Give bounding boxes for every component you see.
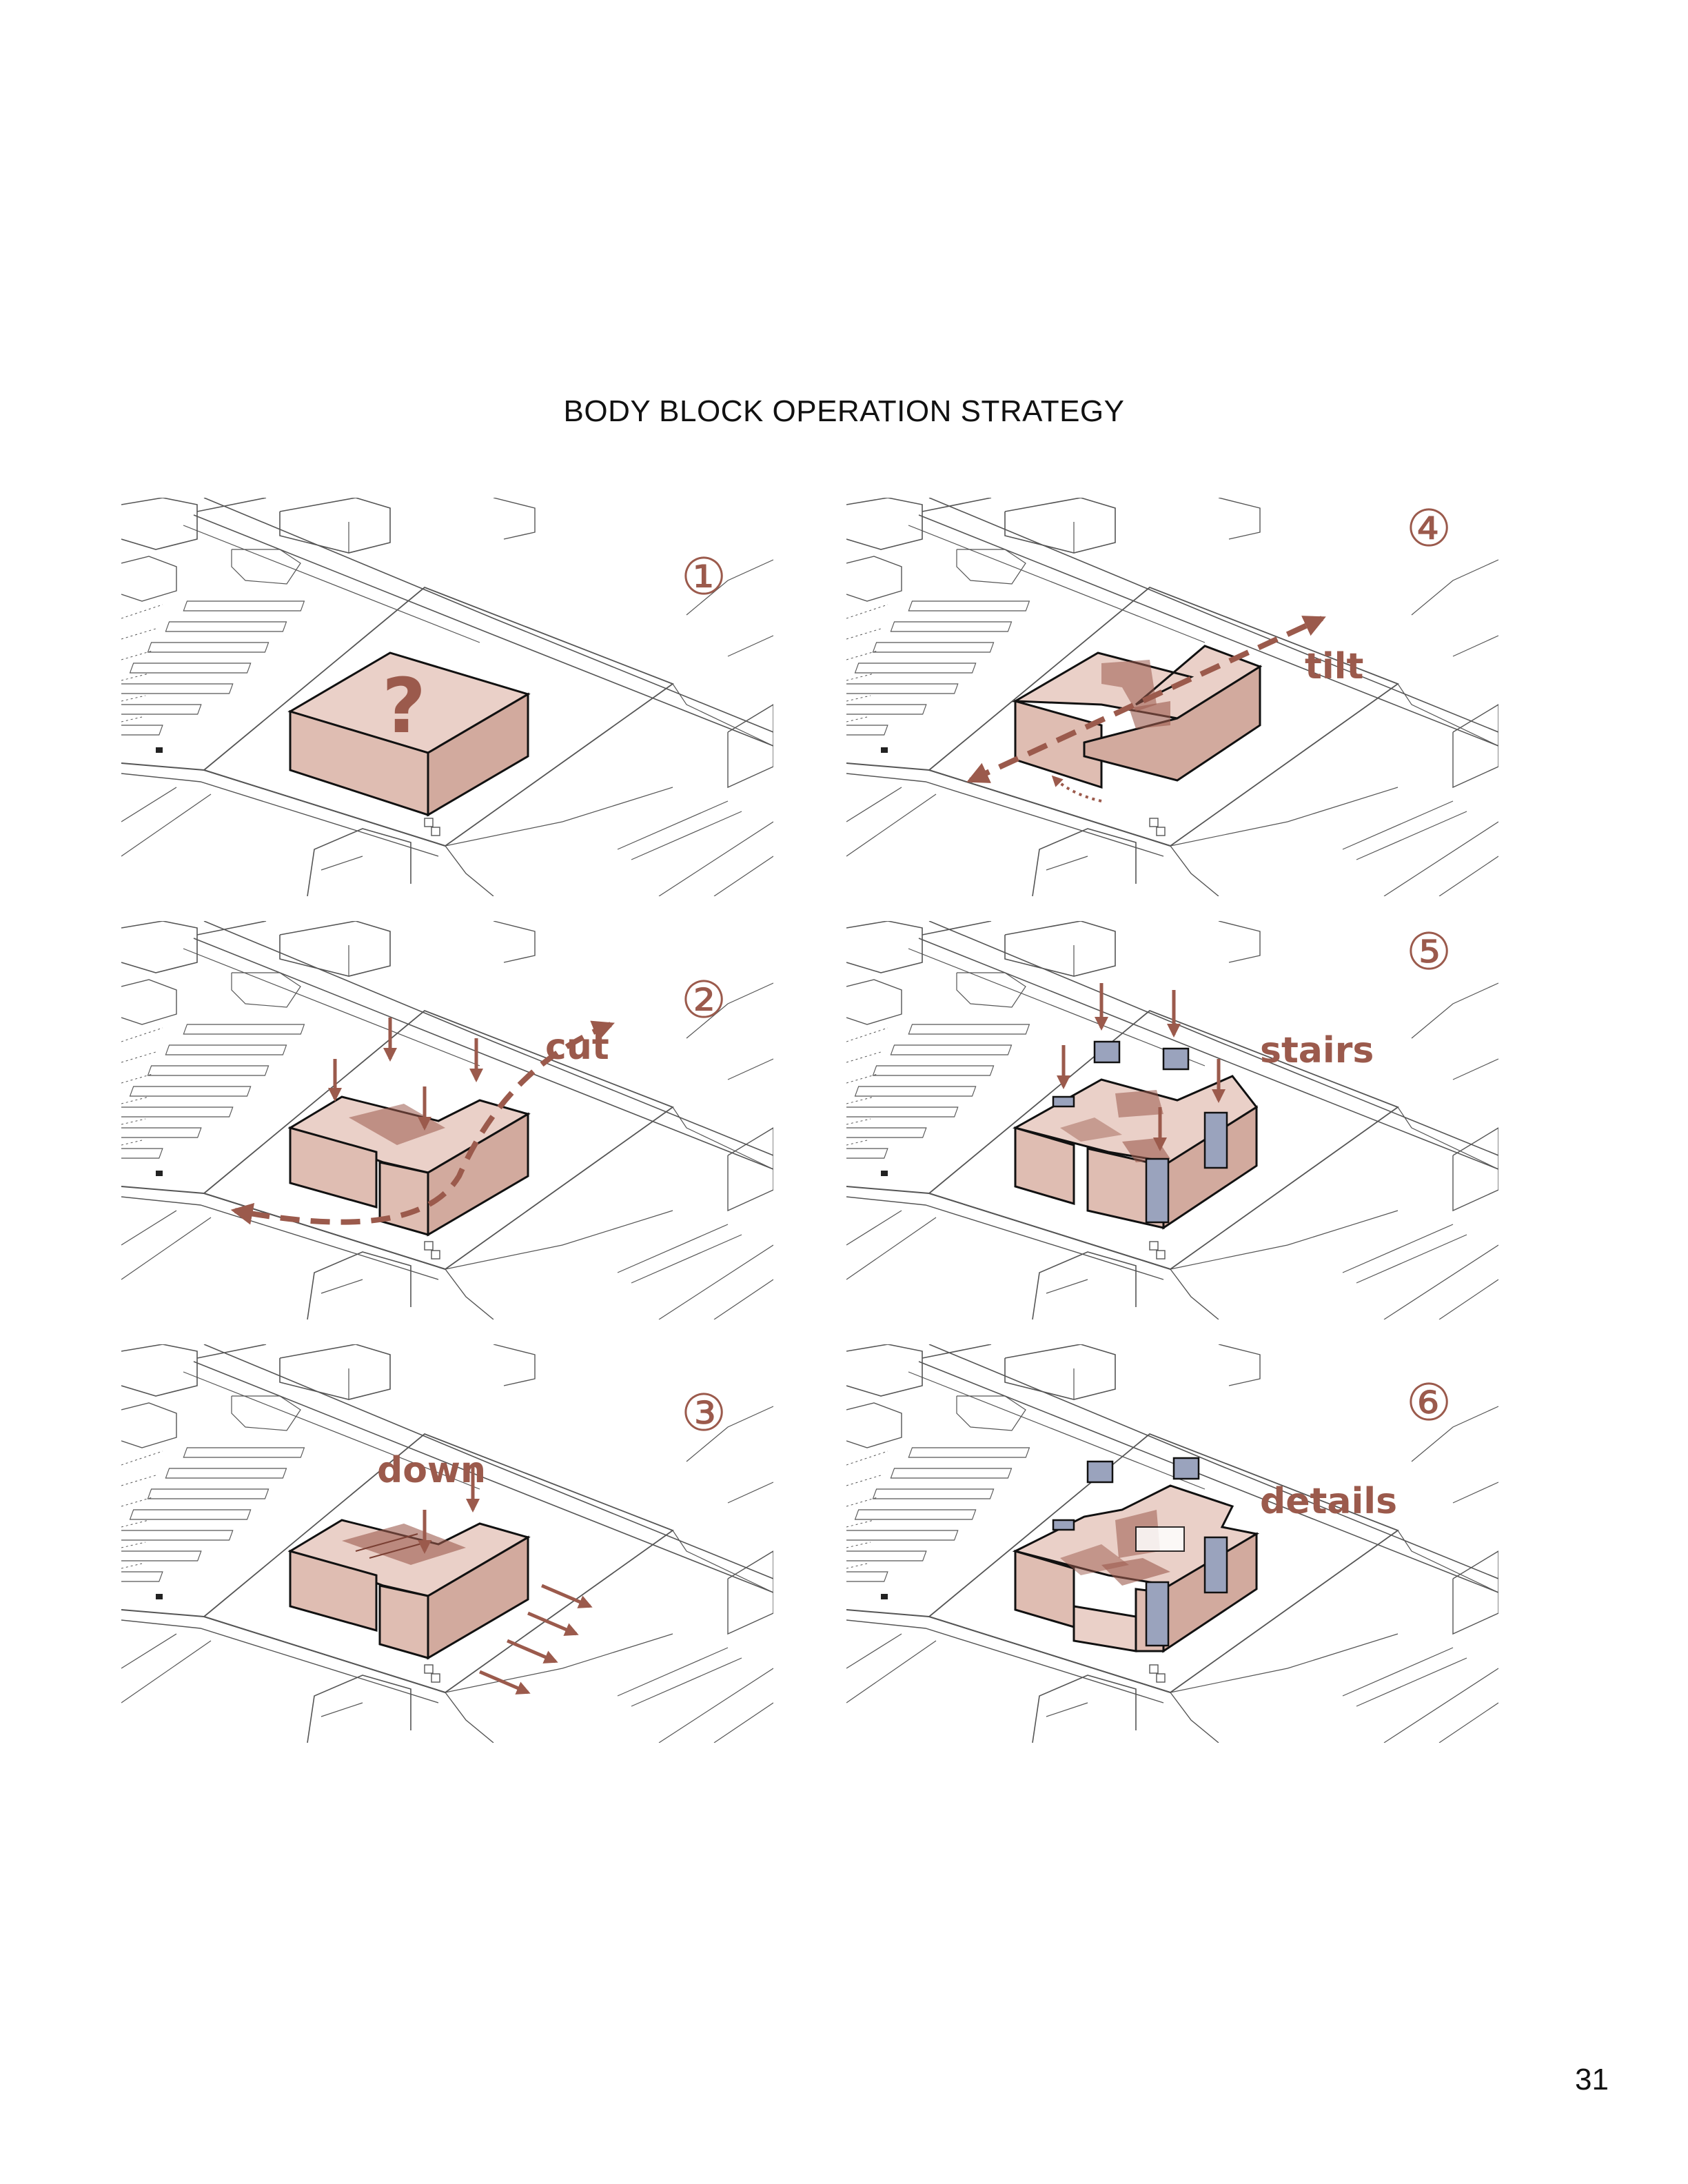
panel-step-5: stairs ⑤ — [846, 921, 1498, 1320]
operation-label: tilt — [1305, 646, 1363, 687]
operation-label: cut — [545, 1027, 609, 1068]
step-number: ④ — [1406, 499, 1452, 558]
page-title: BODY BLOCK OPERATION STRATEGY — [0, 394, 1688, 429]
operation-label: down — [377, 1450, 486, 1491]
operation-label: details — [1260, 1481, 1397, 1522]
step-number: ⑤ — [1406, 922, 1452, 982]
panel-step-3: down ③ — [121, 1344, 773, 1743]
page-number: 31 — [1575, 2063, 1609, 2097]
panel-step-4: tilt ④ — [846, 498, 1498, 896]
panel-step-6: details ⑥ — [846, 1344, 1498, 1743]
question-mark-glyph: ? — [382, 662, 426, 750]
operation-label: stairs — [1260, 1030, 1374, 1071]
site-axonometric: ? ① — [121, 498, 773, 896]
tilted-block — [1015, 646, 1260, 787]
site-axonometric: details ⑥ — [846, 1344, 1498, 1743]
panel-step-1: ? ① — [121, 498, 773, 896]
step-number: ⑥ — [1406, 1373, 1452, 1433]
step-number: ① — [681, 547, 726, 607]
step-number: ② — [681, 971, 726, 1030]
site-axonometric: tilt ④ — [846, 498, 1498, 896]
site-axonometric: stairs ⑤ — [846, 921, 1498, 1320]
site-axonometric: cut ② — [121, 921, 773, 1320]
step-number: ③ — [681, 1384, 726, 1443]
panel-step-2: cut ② — [121, 921, 773, 1320]
site-axonometric: down ③ — [121, 1344, 773, 1743]
lowered-block — [290, 1520, 528, 1658]
